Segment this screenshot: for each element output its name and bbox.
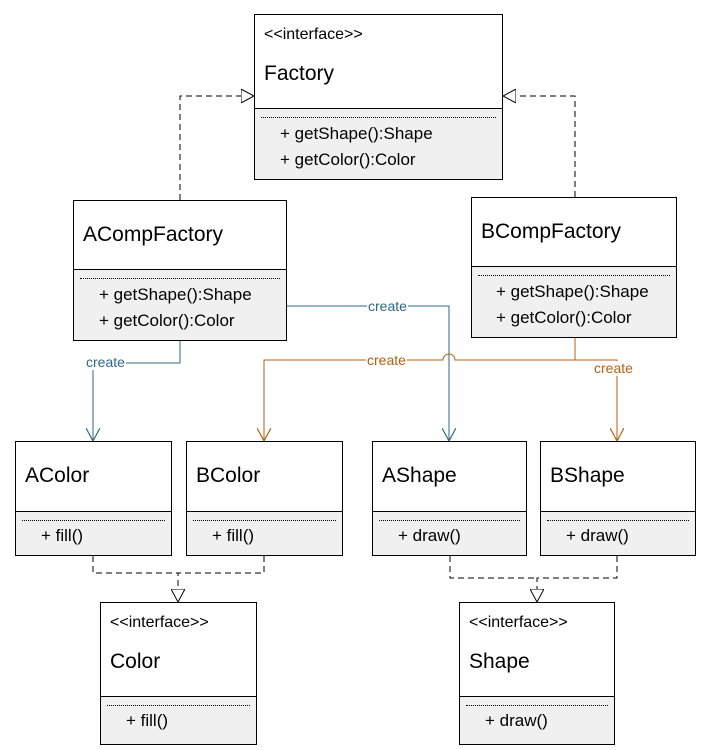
bcompfactory-class-box[interactable]: BCompFactory + getShape():Shape + getCol… <box>471 197 677 338</box>
acolor-name: AColor <box>25 464 90 487</box>
acomp-create-acolor <box>93 341 181 441</box>
bcomp-create-bshape <box>575 359 617 441</box>
factory-op-getshape: + getShape():Shape <box>280 124 433 143</box>
bcompfactory-op-getcolor: + getColor():Color <box>496 308 632 327</box>
create-label-ashape: create <box>367 298 408 314</box>
create-label-acolor: create <box>85 354 126 370</box>
acolor-op-fill: + fill() <box>41 526 84 545</box>
color-stereotype: <<interface>> <box>110 614 209 631</box>
ashape-op-draw: + draw() <box>398 526 461 545</box>
bcolor-operations: + fill() <box>187 512 342 555</box>
bshape-header: BShape <box>541 442 695 512</box>
color-interface-box[interactable]: <<interface>> Color + fill() <box>100 602 257 745</box>
bcolor-name: BColor <box>196 464 261 487</box>
ashape-header: AShape <box>373 442 526 512</box>
shape-ops-divider <box>466 705 608 706</box>
acolor-operations: + fill() <box>16 512 171 555</box>
ashape-operations: + draw() <box>373 512 526 555</box>
shape-header: <<interface>> Shape <box>460 603 614 697</box>
factory-name: Factory <box>264 62 335 85</box>
color-ops-divider <box>107 705 250 706</box>
acompfactory-op-getcolor: + getColor():Color <box>99 311 235 330</box>
bcompfactory-op-getshape: + getShape():Shape <box>496 282 649 301</box>
shape-name: Shape <box>469 650 530 673</box>
ashape-realizes-shape <box>449 556 537 579</box>
shape-operations: + draw() <box>460 697 614 744</box>
color-name: Color <box>110 650 161 673</box>
acomp-realizes-factory <box>179 96 254 200</box>
ashape-ops-divider <box>379 520 520 521</box>
bcompfactory-operations: + getShape():Shape + getColor():Color <box>472 267 676 337</box>
bcompfactory-header: BCompFactory <box>472 198 676 267</box>
bcolor-ops-divider <box>193 520 336 521</box>
acompfactory-class-box[interactable]: ACompFactory + getShape():Shape + getCol… <box>73 200 287 341</box>
factory-ops-divider <box>261 117 496 118</box>
bcolor-op-fill: + fill() <box>212 526 255 545</box>
create-label-bshape: create <box>593 360 634 376</box>
acompfactory-name: ACompFactory <box>83 223 224 246</box>
bshape-op-draw: + draw() <box>566 526 629 545</box>
bcolor-class-box[interactable]: BColor + fill() <box>186 441 343 556</box>
factory-header: <<interface>> Factory <box>255 15 502 109</box>
shape-stereotype: <<interface>> <box>469 614 568 631</box>
shape-op-draw: + draw() <box>485 711 548 730</box>
ashape-class-box[interactable]: AShape + draw() <box>372 441 527 556</box>
bshape-name: BShape <box>550 464 625 487</box>
factory-interface-box[interactable]: <<interface>> Factory + getShape():Shape… <box>254 14 503 180</box>
acolor-realizes-color <box>92 556 178 574</box>
bcompfactory-ops-divider <box>478 275 670 276</box>
acompfactory-header: ACompFactory <box>74 201 286 270</box>
bshape-operations: + draw() <box>541 512 695 555</box>
ashape-name: AShape <box>382 464 457 487</box>
shape-interface-box[interactable]: <<interface>> Shape + draw() <box>459 602 615 745</box>
acolor-ops-divider <box>22 520 165 521</box>
factory-op-getcolor: + getColor():Color <box>280 150 416 169</box>
color-operations: + fill() <box>101 697 256 744</box>
bcompfactory-name: BCompFactory <box>481 220 622 243</box>
acomp-create-ashape <box>286 305 449 441</box>
acolor-class-box[interactable]: AColor + fill() <box>15 441 172 556</box>
acompfactory-op-getshape: + getShape():Shape <box>99 285 252 304</box>
acompfactory-operations: + getShape():Shape + getColor():Color <box>74 270 286 340</box>
bcolor-header: BColor <box>187 442 342 512</box>
bcomp-create-bcolor <box>264 338 576 441</box>
color-header: <<interface>> Color <box>101 603 256 697</box>
bcolor-realizes-color <box>178 556 265 602</box>
color-op-fill: + fill() <box>126 711 169 730</box>
bshape-realizes-shape <box>537 556 618 602</box>
acolor-header: AColor <box>16 442 171 512</box>
create-label-bcolor: create <box>366 352 407 368</box>
bcomp-realizes-factory <box>503 96 576 197</box>
acompfactory-ops-divider <box>80 278 280 279</box>
bshape-ops-divider <box>547 520 689 521</box>
factory-operations: + getShape():Shape + getColor():Color <box>255 109 502 179</box>
bshape-class-box[interactable]: BShape + draw() <box>540 441 696 556</box>
factory-stereotype: <<interface>> <box>264 26 363 43</box>
